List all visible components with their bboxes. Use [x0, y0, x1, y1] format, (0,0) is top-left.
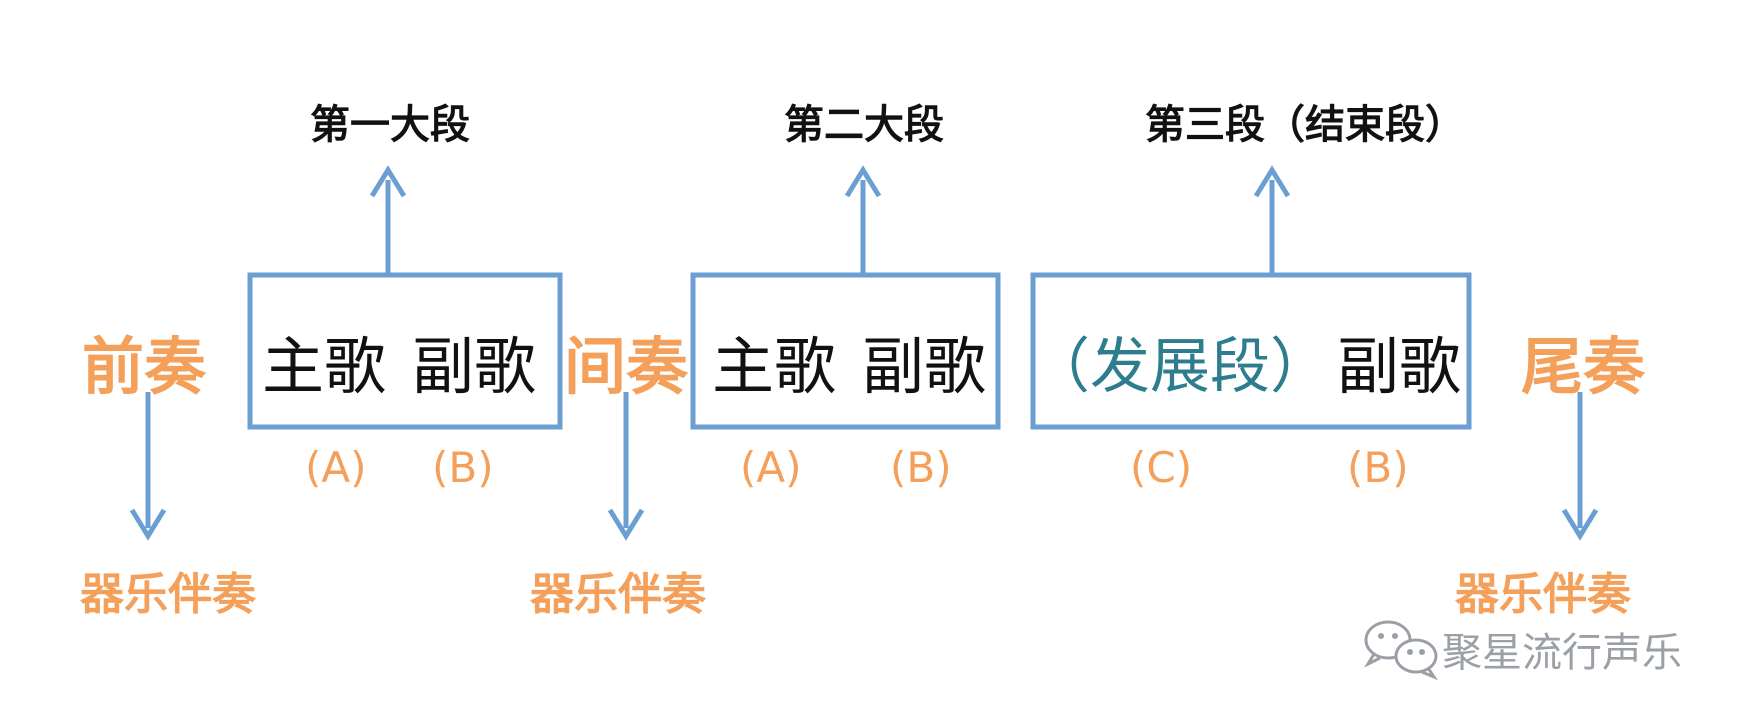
box2-part-chorus: 副歌: [862, 330, 987, 403]
wechat-icon: [1364, 620, 1438, 681]
up-arrow-2: [844, 165, 882, 275]
letter-b-3: (B): [1347, 443, 1409, 492]
section-box-2: [690, 272, 1001, 430]
section-title-1: 第一大段: [310, 102, 470, 148]
outro-label: 尾奏: [1521, 330, 1646, 403]
up-arrow-1: [369, 165, 407, 275]
section-title-2: 第二大段: [784, 102, 944, 148]
letter-b-2: (B): [890, 443, 952, 492]
up-arrow-3: [1253, 165, 1291, 275]
letter-a-1: (A): [305, 443, 367, 492]
down-arrow-prelude: [129, 392, 167, 541]
letter-a-2: (A): [740, 443, 802, 492]
box2-part-verse: 主歌: [712, 330, 837, 403]
down-arrow-outro: [1561, 392, 1599, 541]
interlude-label: 间奏: [564, 330, 689, 403]
letter-c-3: (C): [1130, 443, 1193, 492]
section-box-1: [247, 272, 563, 430]
prelude-caption: 器乐伴奏: [80, 569, 256, 620]
section-box-3: [1030, 272, 1472, 430]
letter-b-1: (B): [432, 443, 494, 492]
box3-part-chorus: 副歌: [1337, 330, 1462, 403]
box1-part-verse: 主歌: [262, 330, 387, 403]
watermark-text: 聚星流行声乐: [1442, 630, 1682, 676]
outro-caption: 器乐伴奏: [1455, 569, 1631, 620]
prelude-label: 前奏: [82, 330, 207, 403]
box1-part-chorus: 副歌: [412, 330, 537, 403]
down-arrow-interlude: [607, 392, 645, 541]
box3-part-development: （发展段）: [1030, 332, 1330, 402]
section-title-3: 第三段（结束段）: [1145, 102, 1465, 148]
interlude-caption: 器乐伴奏: [530, 569, 706, 620]
